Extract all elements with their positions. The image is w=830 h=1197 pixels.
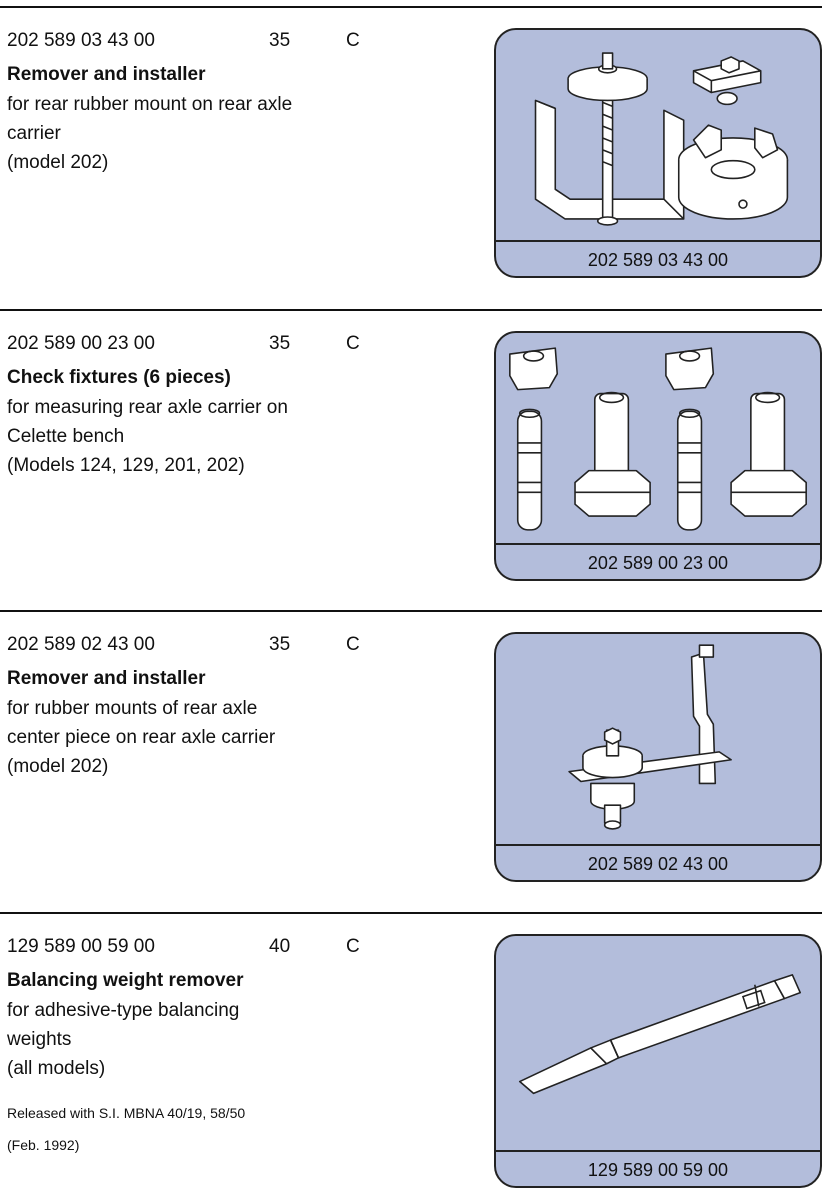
tool-description-line: center piece on rear axle carrier bbox=[7, 727, 276, 748]
tool-description-line: for rubber mounts of rear axle bbox=[7, 698, 258, 719]
illustration-caption: 202 589 00 23 00 bbox=[496, 543, 820, 579]
category-letter: C bbox=[346, 634, 360, 655]
group-number: 35 bbox=[269, 30, 291, 51]
tool-entry-3: 202 589 02 43 00 35 C Remover and instal… bbox=[0, 610, 830, 910]
tool-illustration: 202 589 03 43 00 bbox=[494, 28, 822, 278]
part-number: 129 589 00 59 00 bbox=[7, 936, 155, 957]
release-note: Released with S.I. MBNA 40/19, 58/50 (Fe… bbox=[7, 1097, 367, 1161]
group-number: 35 bbox=[269, 333, 291, 354]
rubber-mount-tool-drawing bbox=[568, 644, 732, 830]
tool-title: Remover and installer bbox=[7, 668, 206, 689]
check-fixtures-drawing bbox=[509, 347, 807, 531]
section-divider bbox=[0, 912, 822, 914]
tool-description-line: (model 202) bbox=[7, 756, 109, 777]
group-number: 40 bbox=[269, 936, 291, 957]
tool-description-line: (all models) bbox=[7, 1058, 106, 1079]
release-note-line: (Feb. 1992) bbox=[7, 1137, 80, 1153]
category-letter: C bbox=[346, 333, 360, 354]
category-letter: C bbox=[346, 936, 360, 957]
section-divider bbox=[0, 309, 822, 311]
tool-description-line: (Models 124, 129, 201, 202) bbox=[7, 455, 245, 476]
tool-illustration: 129 589 00 59 00 bbox=[494, 934, 822, 1188]
category-letter: C bbox=[346, 30, 360, 51]
part-number: 202 589 03 43 00 bbox=[7, 30, 155, 51]
tool-text: 202 589 03 43 00 35 C Remover and instal… bbox=[7, 30, 367, 177]
release-note-line: Released with S.I. MBNA 40/19, 58/50 bbox=[7, 1105, 246, 1121]
tool-description-line: carrier bbox=[7, 123, 61, 144]
part-number: 202 589 02 43 00 bbox=[7, 634, 155, 655]
tool-description-line: weights bbox=[7, 1029, 72, 1050]
balancing-weight-remover-drawing bbox=[518, 974, 802, 1095]
tool-title: Check fixtures (6 pieces) bbox=[7, 367, 231, 388]
tool-entry-1: 202 589 03 43 00 35 C Remover and instal… bbox=[0, 6, 830, 306]
illustration-caption: 202 589 03 43 00 bbox=[496, 240, 820, 276]
group-number: 35 bbox=[269, 634, 291, 655]
tool-description-line: for measuring rear axle carrier on bbox=[7, 397, 288, 418]
tool-text: 129 589 00 59 00 40 C Balancing weight r… bbox=[7, 936, 367, 1161]
tool-text: 202 589 02 43 00 35 C Remover and instal… bbox=[7, 634, 367, 781]
illustration-caption: 202 589 02 43 00 bbox=[496, 844, 820, 880]
tool-description-line: for adhesive-type balancing bbox=[7, 1000, 240, 1021]
remover-installer-drawing bbox=[534, 52, 789, 226]
tool-entry-4: 129 589 00 59 00 40 C Balancing weight r… bbox=[0, 912, 830, 1197]
illustration-caption: 129 589 00 59 00 bbox=[496, 1150, 820, 1186]
tool-title: Remover and installer bbox=[7, 64, 206, 85]
tool-illustration: 202 589 00 23 00 bbox=[494, 331, 822, 581]
tool-illustration: 202 589 02 43 00 bbox=[494, 632, 822, 882]
section-divider bbox=[0, 610, 822, 612]
part-number: 202 589 00 23 00 bbox=[7, 333, 155, 354]
tool-title: Balancing weight remover bbox=[7, 970, 244, 991]
tool-description-line: Celette bench bbox=[7, 426, 125, 447]
section-divider bbox=[0, 6, 822, 8]
tool-description-line: (model 202) bbox=[7, 152, 109, 173]
tool-entry-2: 202 589 00 23 00 35 C Check fixtures (6 … bbox=[0, 309, 830, 609]
tool-text: 202 589 00 23 00 35 C Check fixtures (6 … bbox=[7, 333, 367, 480]
tool-description-line: for rear rubber mount on rear axle bbox=[7, 94, 293, 115]
